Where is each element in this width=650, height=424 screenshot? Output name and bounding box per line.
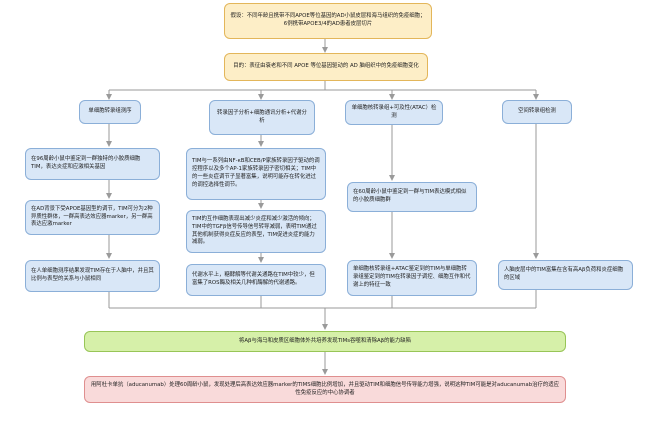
hypothesis-box: 假设：不同年龄且携带不同APOE等位基因的AD小鼠皮层和海马组织的免疫细胞；6例… xyxy=(224,3,432,39)
method-tf-communication-metabolism: 转录因子分析+细胞通讯分析+代谢分析 xyxy=(209,100,315,135)
conclusion-aducanumab: 用阿杜卡单抗（aducanumab）处理60周龄小鼠，发现处理后高表达效应器ma… xyxy=(84,376,566,403)
result-b1-step1: 在96周龄小鼠中鉴定到一群独特的小胶质细胞TIM，表达炎症和应激相关基因 xyxy=(25,148,160,180)
method-scrna-seq: 单细胞转录组测序 xyxy=(79,100,141,124)
result-b3-step1: 在60周龄小鼠中鉴定到一群与TIM表达模式相似的小胶质细胞群 xyxy=(347,182,477,212)
result-b3-step2: 单细胞核转录组+ATAC鉴定到的TIM与单细胞转录组鉴定到的TIM在转录因子调控… xyxy=(347,260,477,296)
result-b2-step2: TIM的互作细胞表现出减少炎症和减少激活的倾向；TIM中的TGFβ信号传导信号转… xyxy=(186,210,326,253)
method-spatial-transcriptomics: 空间转录组检测 xyxy=(502,100,572,124)
result-b2-step1: TIM与一系列由NF-κB和CEB/P家族转录因子驱动的调控程序以及多个AP-1… xyxy=(186,148,326,200)
result-b1-step2: 在AD背景下受APOE基因型的调节，TIM可分为2种异质性群体，一群高表达效应器… xyxy=(25,200,160,235)
result-b1-step3: 在人单细胞测序结果发现TIM存在于人脑中，并且其比例与表型的关系与小鼠相同 xyxy=(25,260,160,292)
result-b4-step1: 人脑皮层中的TIM富集在含有高Aβ负荷和炎症细胞的区域 xyxy=(498,260,633,290)
conclusion-coculture: 将Aβ与海马和皮质区细胞体外共培养发现TIMs吞噬和清除Aβ的能力缺陷 xyxy=(84,331,566,352)
objective-box: 目的：表征由衰老和不同 APOE 等位基因驱动的 AD 脑组织中的免疫细胞变化 xyxy=(224,53,428,81)
result-b2-step3: 代谢水平上，糖酵解等代谢关通路在TIM中较少，但富集了ROS酶及相关几种机酶解的… xyxy=(186,264,326,296)
method-snrna-atac: 单细胞核转录组+可及性(ATAC）检测 xyxy=(345,100,443,125)
